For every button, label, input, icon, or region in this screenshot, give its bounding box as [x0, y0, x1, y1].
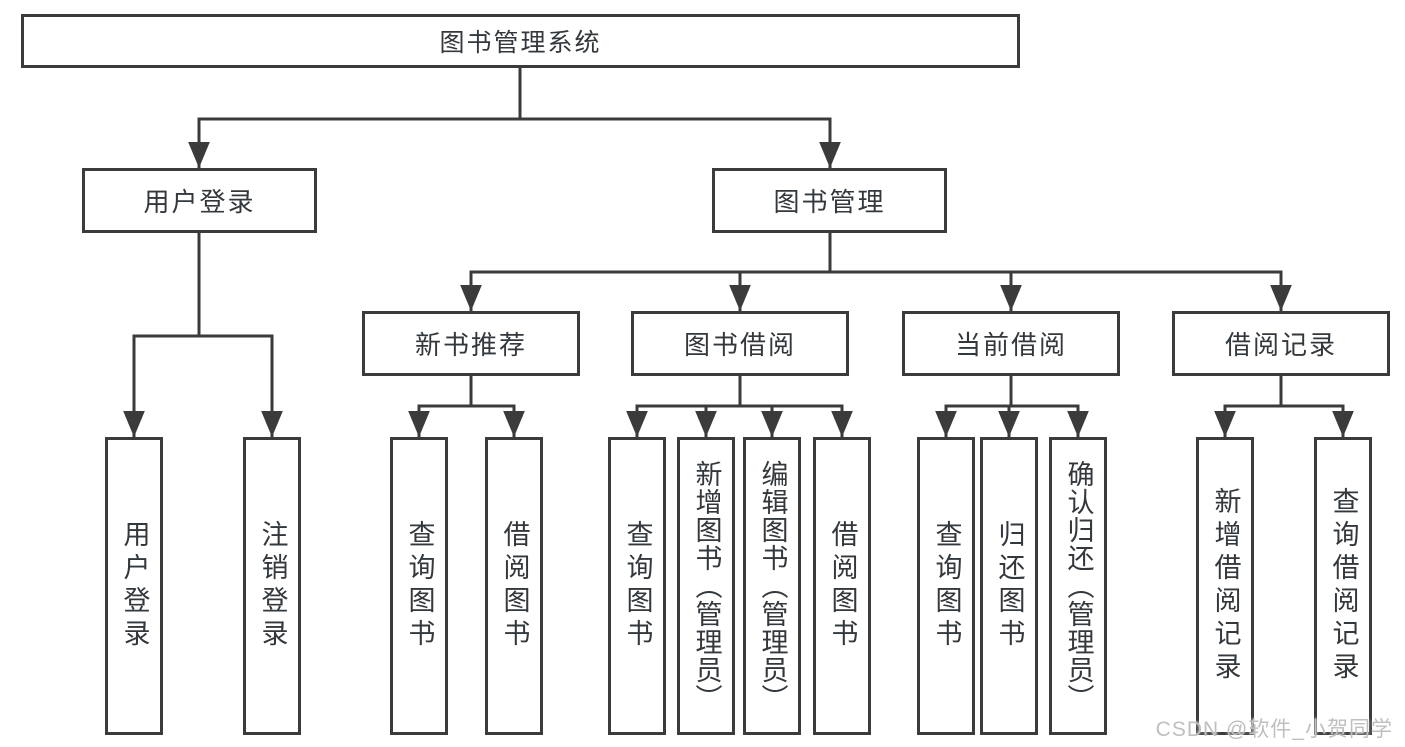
node-root: 图书管理系统 [21, 14, 1020, 68]
leaf-bb-edit-books-admin-label: 编辑图书（管理员） [757, 460, 788, 712]
leaf-cb-return-books-label: 归还图书 [994, 520, 1025, 652]
leaf-bb-add-books-admin-label: 新增图书（管理员） [691, 460, 722, 712]
leaf-bb-query-books: 查询图书 [608, 437, 666, 735]
leaf-logout-label: 注销登录 [257, 520, 288, 652]
connector-trunk-lines [132, 68, 1345, 408]
leaf-bb-edit-books-admin: 编辑图书（管理员） [743, 437, 801, 735]
node-borrow-records: 借阅记录 [1172, 311, 1390, 376]
leaf-user-login: 用户登录 [105, 437, 163, 735]
node-book-management: 图书管理 [712, 168, 947, 233]
leaf-bb-add-books-admin: 新增图书（管理员） [677, 437, 735, 735]
leaf-nbr-borrow-books: 借阅图书 [485, 437, 543, 735]
leaf-bb-borrow-books-label: 借阅图书 [827, 520, 858, 652]
leaf-cb-return-books: 归还图书 [980, 437, 1038, 735]
leaf-cb-confirm-return-admin: 确认归还（管理员） [1049, 437, 1107, 735]
leaf-cb-query-books-label: 查询图书 [931, 520, 962, 652]
node-new-book-recommend: 新书推荐 [362, 311, 580, 376]
connector-arrow-stems [123, 119, 1354, 437]
leaf-cb-query-books: 查询图书 [917, 437, 975, 735]
leaf-logout: 注销登录 [243, 437, 301, 735]
leaf-br-query-record-label: 查询借阅记录 [1328, 487, 1359, 685]
node-user-login: 用户登录 [82, 168, 317, 233]
leaf-bb-borrow-books: 借阅图书 [813, 437, 871, 735]
leaf-nbr-borrow-books-label: 借阅图书 [499, 520, 530, 652]
node-current-borrowing: 当前借阅 [902, 311, 1120, 376]
leaf-bb-query-books-label: 查询图书 [622, 520, 653, 652]
leaf-br-query-record: 查询借阅记录 [1314, 437, 1372, 735]
leaf-cb-confirm-return-admin-label: 确认归还（管理员） [1063, 460, 1094, 712]
leaf-br-add-record: 新增借阅记录 [1196, 437, 1254, 735]
leaf-nbr-query-books-label: 查询图书 [404, 520, 435, 652]
watermark: CSDN @软件_小贺同学 [1155, 718, 1393, 741]
node-book-borrowing: 图书借阅 [631, 311, 849, 376]
leaf-br-add-record-label: 新增借阅记录 [1210, 487, 1241, 685]
leaf-user-login-label: 用户登录 [119, 520, 150, 652]
leaf-nbr-query-books: 查询图书 [390, 437, 448, 735]
